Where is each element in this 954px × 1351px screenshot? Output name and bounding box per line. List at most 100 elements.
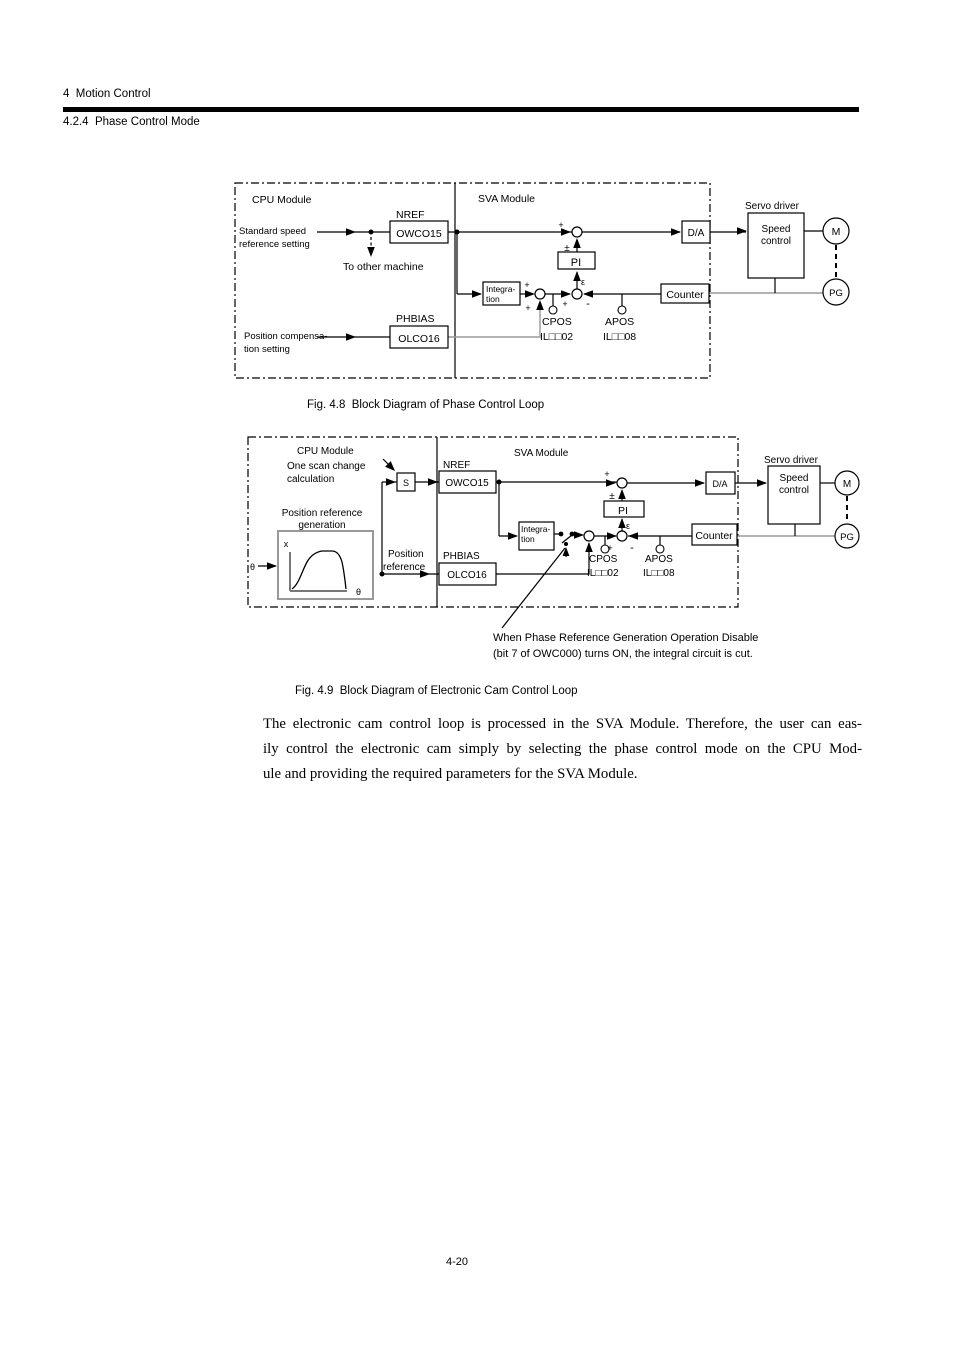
fig48-servo-driver-label: Servo driver <box>745 201 800 212</box>
fig48-pi-block <box>557 251 596 270</box>
fig48-plus-error: + <box>562 299 567 309</box>
fig49-note-line-2: (bit 7 of OWC000) turns ON, the integral… <box>493 647 753 660</box>
fig48-olco16-label: OLCO16 <box>398 333 440 345</box>
fig49-scan-block-label: S <box>403 478 409 488</box>
fig49-counter-block <box>691 523 738 546</box>
fig49-olco16-label: OLCO16 <box>447 570 487 581</box>
fig48-epsilon-label: ε <box>581 277 585 287</box>
fig49-note: When Phase Reference Generation Operatio… <box>493 631 758 662</box>
fig48-to-other-machine-label: To other machine <box>343 261 424 273</box>
fig49-scan-block <box>396 472 416 492</box>
fig48-cpos-register-label: IL□□02 <box>540 331 573 343</box>
fig-4-9-diagram: CPU Module SVA Module One scan change ca… <box>247 436 860 629</box>
fig49-one-scan-label-2: calculation <box>287 474 334 485</box>
fig48-da-block <box>681 220 711 244</box>
fig48-standard-speed-label-2: reference setting <box>239 239 310 250</box>
fig48-standard-speed-label-1: Standard speed <box>239 226 306 237</box>
fig48-phbias-label: PHBIAS <box>396 313 435 325</box>
fig48-da-label: D/A <box>688 228 705 239</box>
fig49-epsilon-label: ε <box>626 521 630 531</box>
header-section: 4.2.4 Phase Control Mode <box>63 116 200 128</box>
fig49-phbias-label: PHBIAS <box>443 551 480 562</box>
fig49-servo-driver-label: Servo driver <box>764 455 819 466</box>
fig49-summing-junction-error <box>616 530 628 542</box>
fig49-pi-block <box>603 500 645 518</box>
header-chapter: 4 Motion Control <box>63 88 151 100</box>
fig48-speed-control-label-1: Speed <box>762 224 791 235</box>
fig49-position-ref-label-1: Position <box>388 549 424 560</box>
fig49-cpos-tap <box>600 544 610 554</box>
fig49-cam-curve-graph <box>277 530 374 600</box>
fig49-theta-input-label: θ <box>250 562 255 572</box>
fig49-summing-junction-top <box>616 477 628 489</box>
fig49-module-frame <box>247 436 739 608</box>
fig49-theta-axis-label: θ <box>356 587 361 597</box>
body-line-1: The electronic cam control loop is proce… <box>263 716 862 732</box>
body-paragraph: The electronic cam control loop is proce… <box>263 712 862 787</box>
fig49-apos-tap <box>655 544 665 554</box>
fig49-caption: Fig. 4.9 Block Diagram of Electronic Cam… <box>295 685 578 697</box>
fig48-position-comp-label-2: tion setting <box>244 344 290 355</box>
fig48-owc015-label: OWCO15 <box>396 228 442 240</box>
fig49-counter-label: Counter <box>695 530 733 542</box>
fig48-cpu-module-label: CPU Module <box>252 194 312 206</box>
fig49-pos-ref-gen-label-1: Position reference <box>282 508 363 519</box>
fig48-cpos-label: CPOS <box>542 316 572 328</box>
fig49-apos-label: APOS <box>645 554 673 565</box>
fig48-plus-integration: + <box>524 280 529 290</box>
fig49-owc015-block <box>438 470 497 494</box>
fig49-one-scan-label-1: One scan change <box>287 461 366 472</box>
fig49-integration-block <box>518 521 555 551</box>
fig49-speed-control-label-1: Speed <box>780 473 809 484</box>
fig49-x-axis-label: x <box>284 539 289 549</box>
fig49-owc015-label: OWCO15 <box>445 478 489 489</box>
header-rule <box>63 107 859 112</box>
fig49-motor-circle <box>834 470 860 496</box>
fig48-cpos-tap <box>548 305 558 315</box>
page-number: 4-20 <box>446 1256 469 1268</box>
fig48-minus-error: - <box>586 298 590 310</box>
fig48-olco16-block <box>389 325 449 349</box>
fig49-pi-label: PI <box>618 505 628 517</box>
fig49-cpos-register-label: IL□□02 <box>587 568 619 579</box>
fig49-apos-register-label: IL□□08 <box>643 568 675 579</box>
fig48-module-frame <box>234 182 711 379</box>
fig48-counter-label: Counter <box>666 289 704 301</box>
fig49-plus-top: + <box>604 469 609 479</box>
fig48-speed-control-block <box>747 212 805 279</box>
fig48-plus-minus-label: ± <box>564 243 570 254</box>
fig49-da-label: D/A <box>712 479 727 489</box>
fig48-summing-junction-integration <box>534 288 546 300</box>
fig48-nref-label: NREF <box>396 209 425 221</box>
fig49-nref-label: NREF <box>443 460 470 471</box>
fig49-integration-label-1: Integra- <box>521 524 550 534</box>
fig48-apos-register-label: IL□□08 <box>603 331 636 343</box>
fig49-pos-ref-gen-label-2: generation <box>298 520 345 531</box>
fig49-encoder-label: PG <box>840 532 854 543</box>
fig49-position-ref-label-2: reference <box>383 562 426 573</box>
fig48-summing-junction-error <box>571 288 583 300</box>
fig49-note-line-1: When Phase Reference Generation Operatio… <box>493 632 759 644</box>
fig49-speed-control-block <box>767 465 821 525</box>
fig48-integration-block <box>482 281 521 306</box>
fig48-integration-label-2: tion <box>486 294 500 304</box>
fig48-encoder-circle <box>822 278 850 306</box>
fig49-plus-error: + <box>607 543 612 553</box>
fig48-motor-label: M <box>832 226 841 238</box>
fig48-pi-label: PI <box>571 257 581 269</box>
fig49-integration-label-2: tion <box>521 534 535 544</box>
fig48-apos-label: APOS <box>605 316 634 328</box>
fig49-cpu-module-label: CPU Module <box>297 446 354 457</box>
fig48-integration-label-1: Integra- <box>486 284 515 294</box>
fig48-summing-junction-top <box>571 226 583 238</box>
body-line-2: ily control the electronic cam simply by… <box>263 741 862 757</box>
fig49-plus-minus-label: ± <box>609 491 615 502</box>
fig48-encoder-label: PG <box>829 288 843 299</box>
fig48-speed-control-label-2: control <box>761 236 791 247</box>
fig49-speed-control-label-2: control <box>779 485 809 496</box>
fig48-plus-top: + <box>558 220 563 230</box>
fig49-minus-error: - <box>630 542 634 554</box>
fig48-sva-module-label: SVA Module <box>478 193 535 205</box>
fig48-caption: Fig. 4.8 Block Diagram of Phase Control … <box>307 399 545 411</box>
